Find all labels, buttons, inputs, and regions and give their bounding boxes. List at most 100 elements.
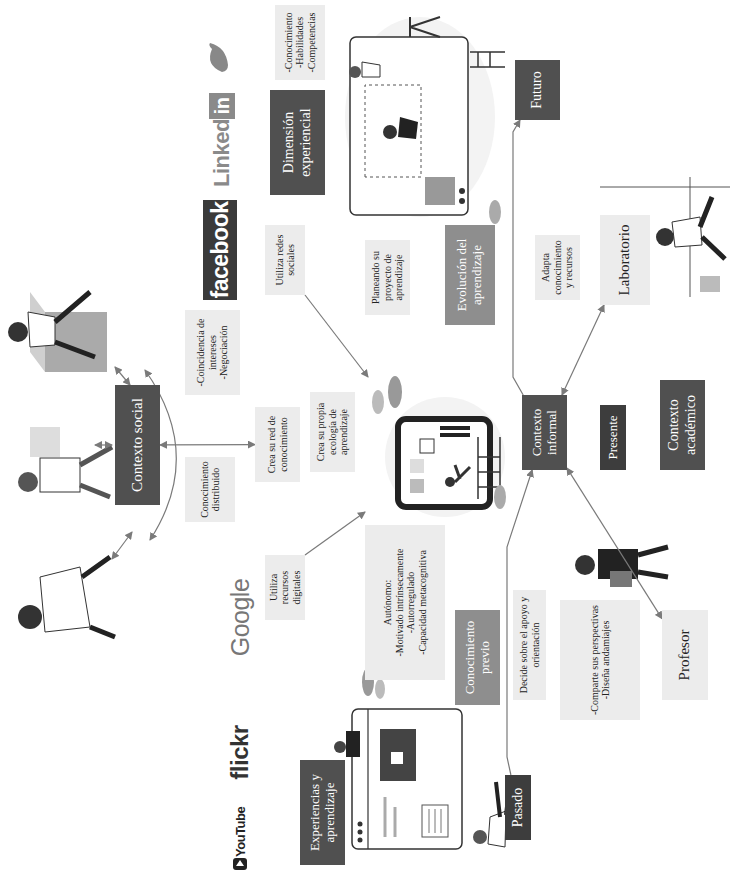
box-text: -Conocimiento xyxy=(283,13,295,73)
browser-window xyxy=(352,709,462,849)
social-people xyxy=(8,292,176,637)
person-legs xyxy=(700,197,725,259)
title-box: Experiencias y aprendizaje xyxy=(300,760,345,865)
box-text: Utiliza recursos digitales xyxy=(268,559,303,616)
connector-arrow xyxy=(160,444,255,445)
teacher-person xyxy=(575,547,668,587)
stand xyxy=(410,17,440,37)
person-head xyxy=(334,741,346,753)
person-body xyxy=(28,312,55,347)
connector-arrow xyxy=(513,120,523,395)
title-box: Evolución del aprendizaje xyxy=(445,225,495,325)
box-text: Conocimiento previo xyxy=(463,614,493,701)
box-text: Planeando su proyecto de aprendizaje xyxy=(370,244,405,311)
box-text: -Negociación xyxy=(218,326,230,380)
person-legs xyxy=(80,447,112,497)
tile xyxy=(410,479,424,493)
person-legs xyxy=(82,557,115,637)
bar xyxy=(440,426,470,430)
box-text: Dimensión experiencial xyxy=(281,94,313,191)
plant-leaf xyxy=(375,679,385,699)
person-head xyxy=(383,125,397,139)
list-line xyxy=(435,809,436,833)
title-box: Contexto informal xyxy=(522,395,567,470)
plant-leaf xyxy=(388,376,402,408)
image-block xyxy=(380,729,416,781)
box-text: Futuro xyxy=(529,71,545,108)
plant-leaf xyxy=(494,485,506,509)
person-body xyxy=(488,811,506,847)
logo-text: YouTube xyxy=(228,807,252,857)
backdrop xyxy=(385,397,505,517)
title-box: Presente xyxy=(600,405,626,470)
text-line xyxy=(384,797,387,837)
person-head xyxy=(445,477,455,487)
logo-text: Google xyxy=(225,575,255,660)
box-text: -Comparte sus perspectivas xyxy=(589,605,601,715)
central-tablet xyxy=(372,376,506,517)
box-text: Utiliza redes sociales xyxy=(274,229,297,291)
box-text: -Motivado intrínsecamente xyxy=(394,548,406,656)
plant-leaf xyxy=(372,390,384,414)
box-text: -Competencias xyxy=(306,13,318,73)
connector-arrow xyxy=(562,305,604,395)
person-body xyxy=(346,731,360,757)
person-body xyxy=(398,117,418,139)
bar xyxy=(440,433,470,437)
box-text: -Diseña andamiajes xyxy=(600,621,612,700)
logo-text: facebook xyxy=(203,200,237,300)
box-text: Adapta conocimiento y recursos xyxy=(540,239,575,296)
logo-text: Linked xyxy=(207,119,237,187)
arrow-to-center xyxy=(305,512,365,555)
window-dot xyxy=(358,838,363,843)
title-box: Contexto académico xyxy=(660,380,705,470)
note-box: Crea su red de conocimiento xyxy=(255,407,300,482)
box-text: Decide sobre el apoyo y orientación xyxy=(518,594,541,696)
note-box: Decide sobre el apoyo y orientación xyxy=(513,590,546,700)
ladder xyxy=(470,52,505,67)
tile xyxy=(410,459,424,473)
note-box: Conocimiento distribuido xyxy=(185,457,235,522)
image-square xyxy=(391,752,403,764)
note-box: Autónomo:-Motivado intrínsecamente-Autor… xyxy=(365,525,445,680)
person-legs xyxy=(55,292,95,357)
person-body xyxy=(362,62,380,77)
box-text: Presente xyxy=(606,415,621,459)
box-text: Crea su propia ecología de aprendizaje xyxy=(315,396,350,468)
shelf xyxy=(600,187,730,188)
screen-dot xyxy=(459,198,465,204)
window-dot xyxy=(358,830,363,835)
note-box: Utiliza recursos digitales xyxy=(265,555,305,620)
person-body xyxy=(455,465,470,482)
note-box: Adapta conocimiento y recursos xyxy=(535,235,580,300)
logo-text: flickr xyxy=(225,715,255,790)
double-arrow xyxy=(115,367,130,385)
box-text: Autónomo: xyxy=(382,580,394,626)
screen-block xyxy=(425,177,455,205)
flask xyxy=(700,276,720,292)
person-head xyxy=(8,322,28,342)
box-text: Conocimiento distribuido xyxy=(199,461,222,518)
text-line xyxy=(394,807,397,837)
box-text: -Autorregulado xyxy=(405,572,417,634)
box-text: -Habilidades xyxy=(294,17,306,68)
note-box: Utiliza redes sociales xyxy=(265,225,305,295)
list-line xyxy=(441,809,442,833)
double-arrow xyxy=(112,532,132,559)
tablet xyxy=(398,419,490,507)
arrow-to-center xyxy=(305,295,368,377)
note-box: Planeando su proyecto de aprendizaje xyxy=(365,240,410,315)
play-icon xyxy=(233,858,247,870)
person-body xyxy=(672,217,702,247)
carried-box xyxy=(30,427,60,457)
person-head xyxy=(473,830,487,844)
box-text: Evolución del aprendizaje xyxy=(455,229,485,321)
person-head xyxy=(18,605,42,629)
box-text: -Coincidencia de intereses xyxy=(195,314,218,391)
plant-leaf xyxy=(489,200,501,224)
title-box: Dimensión experiencial xyxy=(270,90,325,195)
person-head xyxy=(656,228,674,246)
box-text: Contexto informal xyxy=(530,399,560,466)
bird-icon xyxy=(209,43,228,72)
